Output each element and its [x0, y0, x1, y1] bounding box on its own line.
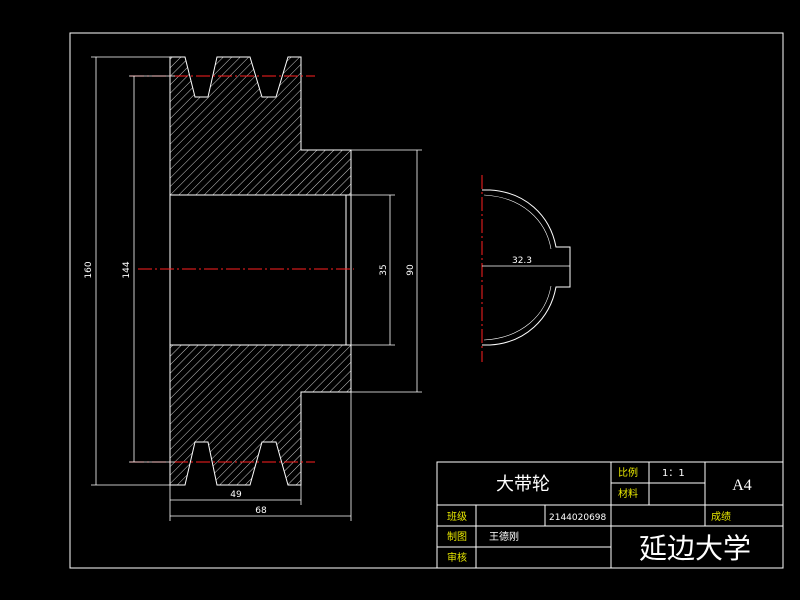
dim-68: 68 [255, 506, 267, 516]
dim-144: 144 [122, 261, 132, 278]
pulley-upper-section [169, 56, 352, 196]
dim-35: 35 [379, 264, 389, 275]
dim-90: 90 [406, 264, 416, 276]
scale-value: 1：1 [662, 468, 685, 479]
sheet-size: A4 [732, 477, 752, 494]
dimension-lines [91, 56, 570, 521]
material-label: 材料 [618, 487, 638, 500]
dim-32-3: 32.3 [512, 256, 532, 266]
pulley-lower-section [169, 344, 352, 486]
drawn-value: 王德刚 [489, 530, 519, 543]
class-value: 2144020698 [549, 513, 607, 523]
scale-label: 比例 [618, 466, 638, 479]
class-label: 班级 [447, 511, 467, 523]
bore-outline [169, 194, 352, 346]
school-name: 延边大学 [639, 533, 751, 565]
keyway-view [482, 189, 571, 346]
part-name: 大带轮 [496, 474, 550, 495]
dim-49: 49 [230, 490, 242, 500]
dim-160: 160 [84, 261, 94, 278]
pulley-section-view [169, 56, 352, 486]
drawing-frame [69, 32, 784, 569]
review-label: 审核 [447, 551, 467, 564]
drawn-label: 制图 [447, 530, 467, 543]
grade-label: 成绩 [711, 510, 731, 523]
title-block [436, 461, 784, 569]
